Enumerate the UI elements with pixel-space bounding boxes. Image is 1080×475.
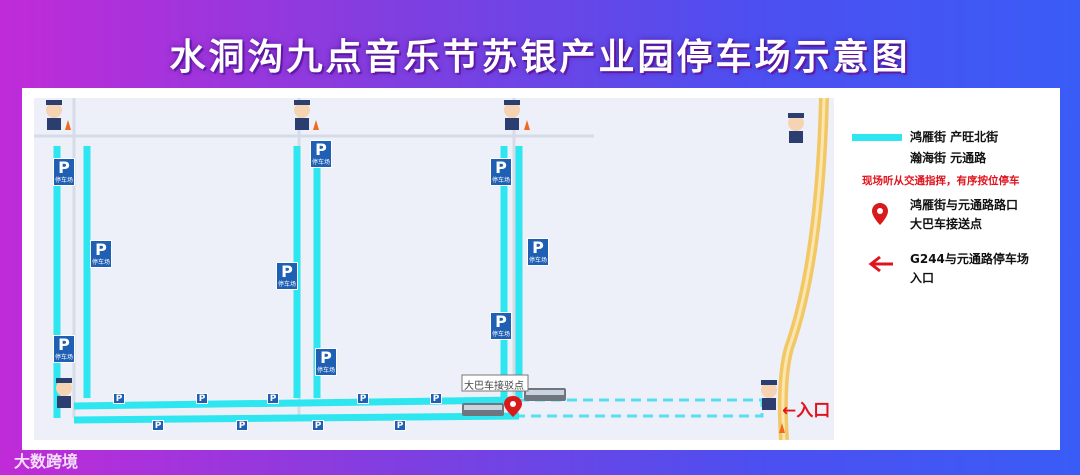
- parking-icon: P: [394, 420, 406, 431]
- parking-icon: P: [357, 393, 369, 404]
- watermark: 大数跨境: [14, 452, 79, 471]
- legend-pickup-line2: 大巴车接送点: [910, 217, 983, 231]
- traffic-police-icon: [56, 378, 72, 408]
- bus-icon: [524, 388, 566, 401]
- parking-icon: P: [267, 393, 279, 404]
- dashed-route: [519, 398, 764, 418]
- legend-notice: 现场听从交通指挥，有序按位停车: [862, 175, 1020, 187]
- map-pin-icon: [504, 396, 522, 417]
- parking-routes: [53, 146, 523, 424]
- map-canvas: [34, 98, 829, 440]
- route-legend-line: [852, 134, 902, 141]
- legend-entrance-line1: G244与元通路停车场: [910, 252, 1029, 266]
- traffic-police-icon: [761, 380, 777, 410]
- left-arrow-icon: [868, 255, 893, 273]
- page-title: 水洞沟九点音乐节苏银产业园停车场示意图: [169, 37, 911, 78]
- traffic-police-icon: [294, 100, 310, 130]
- parking-icon: P: [196, 393, 208, 404]
- traffic-police-icon: [504, 100, 520, 130]
- legend-entrance-line2: 入口: [910, 271, 935, 285]
- bus-stop-label: 大巴车接驳点: [464, 381, 524, 392]
- parking-map: 大巴车接驳点: [34, 98, 834, 440]
- parking-icon: P: [236, 420, 248, 431]
- g244-highway: [777, 98, 829, 440]
- traffic-cone-icon: [65, 120, 785, 433]
- bus-icon: [462, 403, 504, 416]
- entrance-label: ←入口: [782, 401, 831, 421]
- traffic-police-icon: [788, 113, 804, 143]
- legend-route-line1: 鸿雁街 产旺北街: [910, 130, 999, 144]
- traffic-police-markers: [46, 100, 804, 433]
- parking-icon: P: [312, 420, 324, 431]
- parking-icon: P: [152, 420, 164, 431]
- map-pin-icon: [872, 203, 888, 225]
- route-bottom-lower: [73, 412, 520, 424]
- legend-route-line2: 瀚海街 元通路: [910, 151, 987, 165]
- route-bottom-upper: [73, 396, 520, 410]
- parking-icon: P: [113, 393, 125, 404]
- parking-icon: P: [430, 393, 442, 404]
- legend-pickup-line1: 鸿雁街与元通路路口: [910, 198, 1019, 212]
- traffic-police-icon: [46, 100, 62, 130]
